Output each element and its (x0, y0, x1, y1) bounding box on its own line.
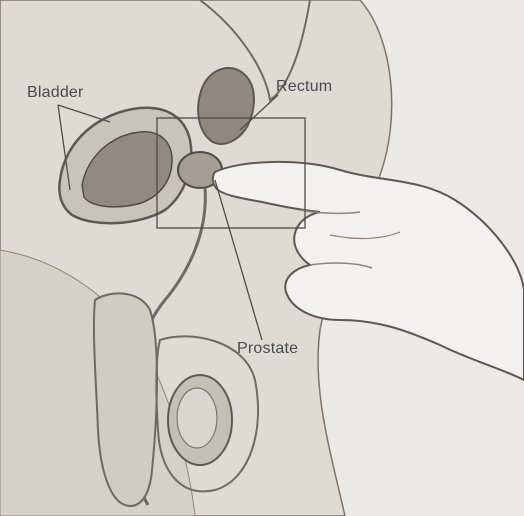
bladder-label: Bladder (27, 84, 84, 102)
testicle-inner (177, 388, 217, 448)
rectum-label: Rectum (276, 78, 332, 96)
prostate-label: Prostate (237, 340, 298, 358)
